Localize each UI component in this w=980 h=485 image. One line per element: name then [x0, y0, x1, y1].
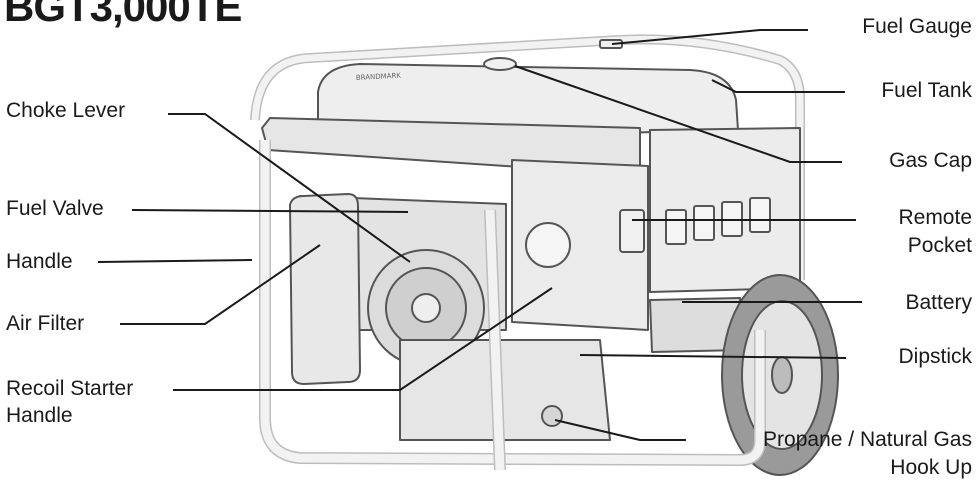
label-battery: Battery [905, 291, 972, 314]
label-dipstick: Dipstick [898, 345, 972, 368]
label-fuel-valve: Fuel Valve [6, 197, 104, 220]
leader-dipstick [579, 354, 847, 359]
label-propane-line2: Hook Up [890, 456, 972, 479]
label-recoil-starter-line1: Recoil Starter [6, 377, 134, 400]
leader-fuel-gauge [611, 29, 808, 45]
label-fuel-gauge: Fuel Gauge [862, 15, 972, 38]
leader-handle [97, 259, 253, 263]
label-gas-cap: Gas Cap [889, 149, 972, 172]
label-air-filter: Air Filter [6, 312, 85, 335]
label-handle: Handle [6, 250, 73, 273]
leader-gas-cap [514, 65, 842, 163]
label-propane-line1: Propane / Natural Gas [763, 428, 972, 451]
leader-choke-lever [168, 113, 411, 263]
label-recoil-starter-line2: Handle [6, 404, 73, 427]
brand-plate-text: BRANDMARK [356, 72, 402, 82]
label-remote-pocket-line2: Pocket [907, 234, 972, 257]
label-remote-pocket-line1: Remote [898, 206, 972, 229]
leader-fuel-tank [711, 79, 845, 93]
label-choke-lever: Choke Lever [6, 99, 126, 122]
leader-recoil-starter [173, 287, 553, 391]
leader-propane [554, 419, 686, 441]
leader-fuel-valve [131, 209, 409, 213]
leader-air-filter [120, 244, 321, 325]
label-fuel-tank: Fuel Tank [881, 79, 972, 102]
model-title: BGT3,000TE [4, 0, 242, 30]
